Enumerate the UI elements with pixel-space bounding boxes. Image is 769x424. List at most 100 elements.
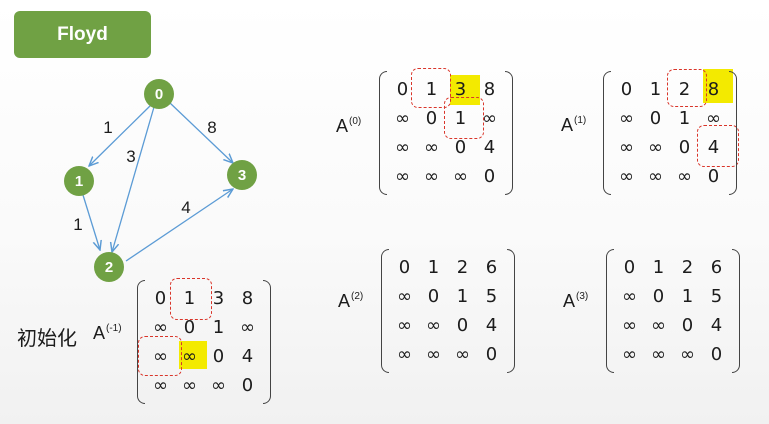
matrix-cell: 5	[710, 286, 723, 307]
node-0	[144, 79, 174, 109]
matrix-cell: 1	[649, 79, 662, 100]
matrix-cell: ∞	[397, 344, 412, 365]
matrix-label-2: A(2)	[338, 291, 364, 311]
matrix-cell: ∞	[397, 286, 412, 307]
weight-2-3: 4	[181, 198, 190, 217]
matrix-cell: ∞	[651, 315, 666, 336]
matrix-cell: ∞	[619, 166, 634, 187]
highlight-cell	[450, 75, 480, 105]
matrix-cell: 1	[454, 108, 467, 129]
matrix-cell: 0	[212, 346, 225, 367]
graph-diagram: 0 1 2 3 1 3 8 1 4	[64, 79, 257, 282]
matrix-cell: ∞	[395, 108, 410, 129]
matrix-cell: ∞	[482, 108, 497, 129]
matrix-cell: 0	[707, 166, 720, 187]
matrix-cell: 0	[649, 108, 662, 129]
matrix-cell: 4	[485, 315, 498, 336]
matrix-cell: 4	[707, 137, 720, 158]
edge-2-3	[125, 189, 233, 262]
matrix-cell: 1	[456, 286, 469, 307]
matrix-cell: ∞	[426, 344, 441, 365]
dashed-box	[170, 278, 212, 320]
matrix-cell: ∞	[648, 137, 663, 158]
weight-1-2: 1	[73, 215, 82, 234]
matrix-cell: ∞	[619, 137, 634, 158]
init-label: 初始化	[17, 326, 77, 350]
matrix-cell: 1	[427, 257, 440, 278]
matrix-cell: ∞	[395, 166, 410, 187]
matrix-label-minus1: A(-1)	[93, 323, 122, 343]
matrix-cell: ∞	[211, 375, 226, 396]
matrix-cell: 0	[241, 375, 254, 396]
highlight-cell	[179, 341, 207, 369]
matrix-cell: ∞	[397, 315, 412, 336]
graph-nodes: 0 1 2 3	[64, 79, 257, 282]
matrix-cell: 4	[241, 346, 254, 367]
matrix-cell: ∞	[424, 137, 439, 158]
matrix-cell: ∞	[651, 344, 666, 365]
matrix-label-0: A(0)	[336, 116, 362, 136]
highlight-cell	[703, 69, 733, 103]
matrix-cell: 0	[154, 288, 167, 309]
node-1-label: 1	[75, 173, 83, 190]
matrix-cell: 3	[454, 79, 467, 100]
node-1	[64, 166, 94, 196]
dashed-box	[138, 336, 182, 376]
matrix-cell: 0	[398, 257, 411, 278]
matrix-cell: 0	[681, 315, 694, 336]
node-0-label: 0	[155, 86, 163, 103]
matrix-cell: ∞	[424, 166, 439, 187]
matrix-cell: ∞	[622, 344, 637, 365]
matrix-cell: 0	[454, 137, 467, 158]
matrix-cell: 0	[425, 108, 438, 129]
dashed-box	[411, 68, 451, 108]
matrix-cell: 6	[710, 257, 723, 278]
node-3-label: 3	[238, 167, 246, 184]
matrix-cell: 2	[456, 257, 469, 278]
matrix-cell: ∞	[153, 375, 168, 396]
matrix-cell: ∞	[622, 286, 637, 307]
weight-0-2: 3	[126, 147, 135, 166]
matrix-cell: 0	[620, 79, 633, 100]
node-2-label: 2	[105, 259, 113, 276]
matrix-cell: 2	[681, 257, 694, 278]
matrix-cell: 1	[212, 317, 225, 338]
edge-1-2	[82, 194, 100, 250]
matrix-cell: 0	[485, 344, 498, 365]
matrix-cell: ∞	[395, 137, 410, 158]
edge-0-3	[169, 102, 233, 163]
matrix-cell: ∞	[153, 346, 168, 367]
title-tab: Floyd	[14, 11, 151, 58]
matrix-cell: 1	[425, 79, 438, 100]
matrix-cell: ∞	[426, 315, 441, 336]
matrix-cell: ∞	[240, 317, 255, 338]
matrix-label-3: A(3)	[563, 291, 589, 311]
matrix-cell: 1	[652, 257, 665, 278]
weight-0-3: 8	[207, 118, 216, 137]
matrix-cell: 0	[678, 137, 691, 158]
matrix-cell: 8	[707, 79, 720, 100]
matrix-cell: 8	[483, 79, 496, 100]
matrix-cell: ∞	[453, 166, 468, 187]
edge-0-2	[112, 106, 155, 252]
weight-0-1: 1	[103, 118, 112, 137]
matrix-cell: 0	[483, 166, 496, 187]
matrix-cell: ∞	[153, 317, 168, 338]
matrix-cell: ∞	[706, 108, 721, 129]
matrix-cell: 0	[183, 317, 196, 338]
matrix-cell: ∞	[677, 166, 692, 187]
graph-edges	[82, 102, 233, 262]
matrix-cell: ∞	[182, 375, 197, 396]
matrix-cell: ∞	[622, 315, 637, 336]
matrix-cell: 1	[678, 108, 691, 129]
matrix-cell: 0	[710, 344, 723, 365]
node-2	[94, 252, 124, 282]
matrix-cell: 0	[652, 286, 665, 307]
matrix-cell: 6	[485, 257, 498, 278]
matrix-cell: 4	[483, 137, 496, 158]
matrix-cell: 2	[678, 79, 691, 100]
